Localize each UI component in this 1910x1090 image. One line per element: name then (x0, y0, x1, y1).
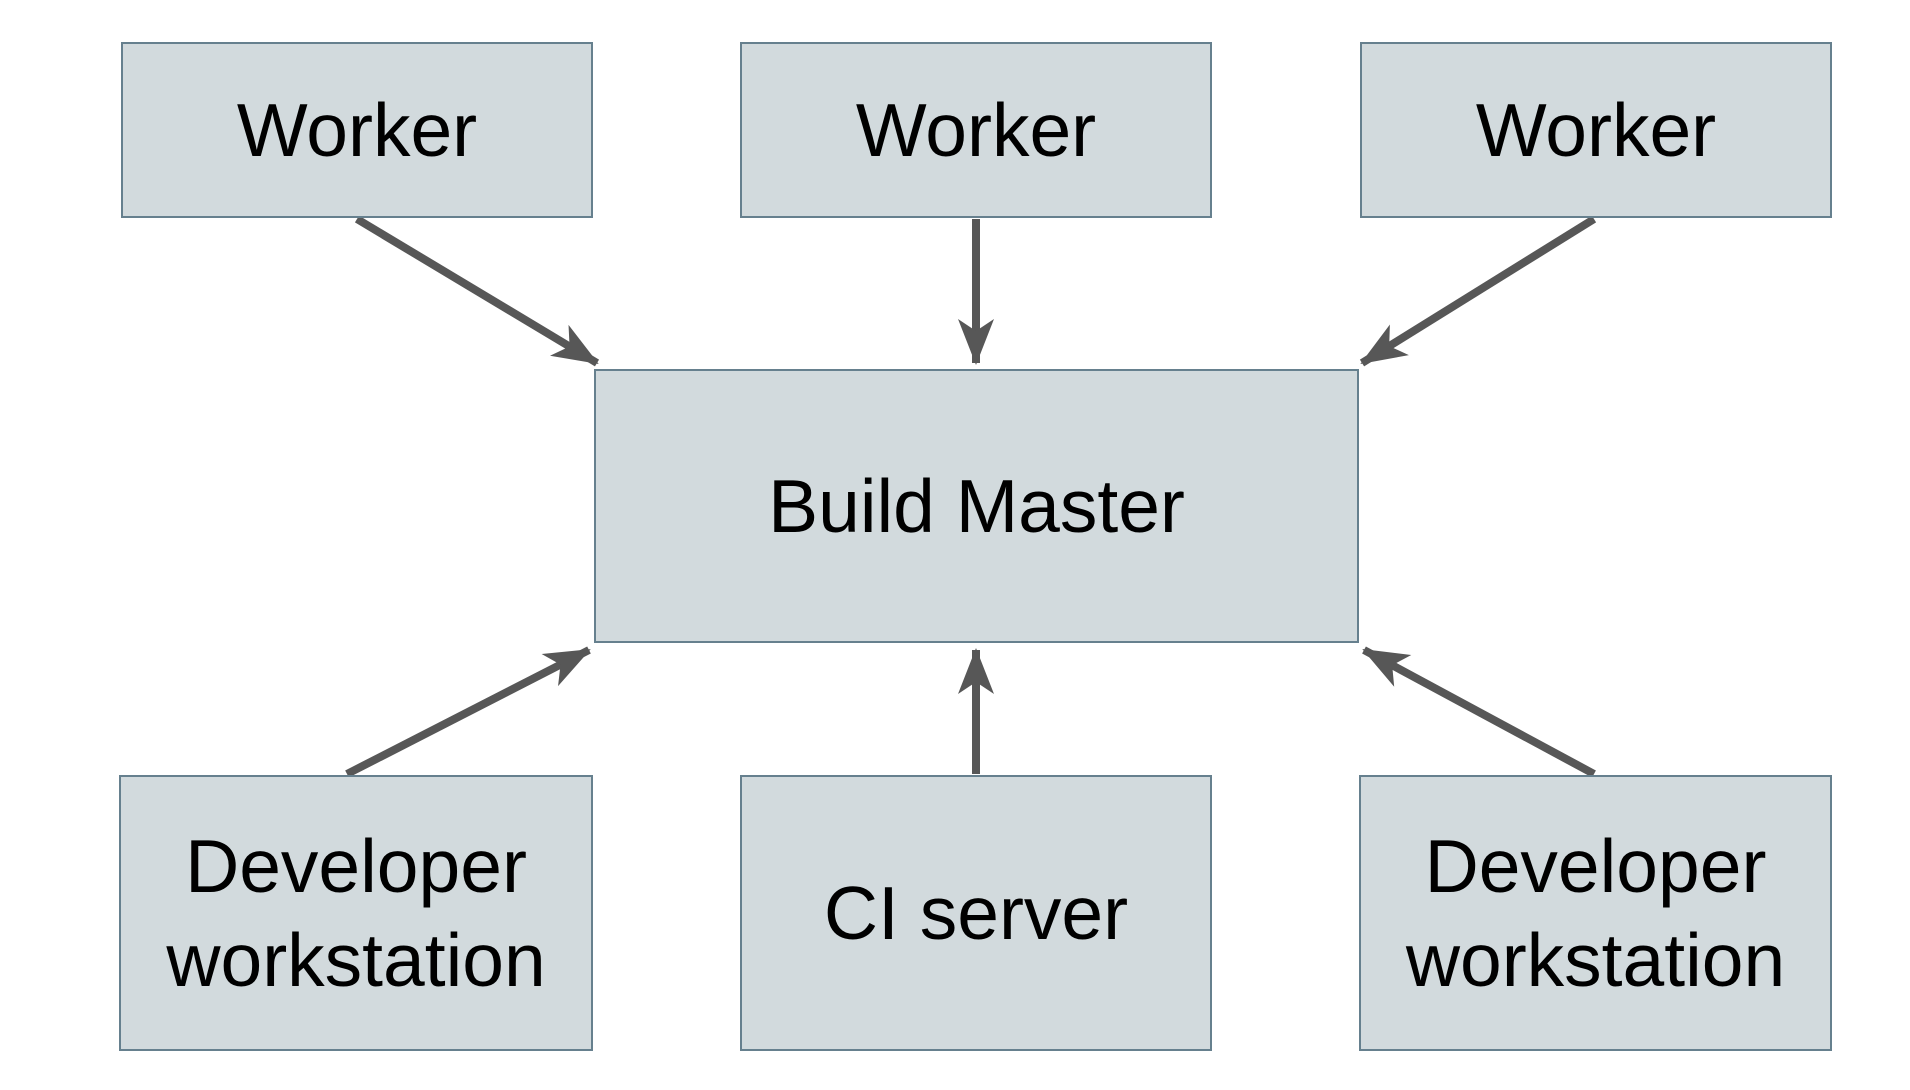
node-developer-workstation-right-label: Developer workstation (1405, 823, 1786, 1003)
node-worker-2-label: Worker (855, 87, 1097, 172)
node-ci-server-label: CI server (823, 870, 1129, 955)
node-developer-workstation-left-label: Developer workstation (166, 823, 546, 1003)
edge-devright-to-buildmaster (1362, 646, 1596, 778)
node-worker-1-label: Worker (236, 87, 478, 172)
edge-worker3-to-buildmaster (1359, 215, 1597, 367)
edge-worker1-to-buildmaster (354, 215, 600, 367)
node-developer-workstation-left: Developer workstation (119, 775, 593, 1051)
node-build-master-label: Build Master (768, 463, 1185, 548)
node-worker-1: Worker (121, 42, 593, 218)
node-build-master: Build Master (594, 369, 1359, 643)
edge-devleft-to-buildmaster (345, 646, 591, 778)
node-developer-workstation-right: Developer workstation (1359, 775, 1832, 1051)
node-worker-3: Worker (1360, 42, 1832, 218)
node-worker-3-label: Worker (1475, 87, 1717, 172)
node-worker-2: Worker (740, 42, 1212, 218)
node-ci-server: CI server (740, 775, 1212, 1051)
